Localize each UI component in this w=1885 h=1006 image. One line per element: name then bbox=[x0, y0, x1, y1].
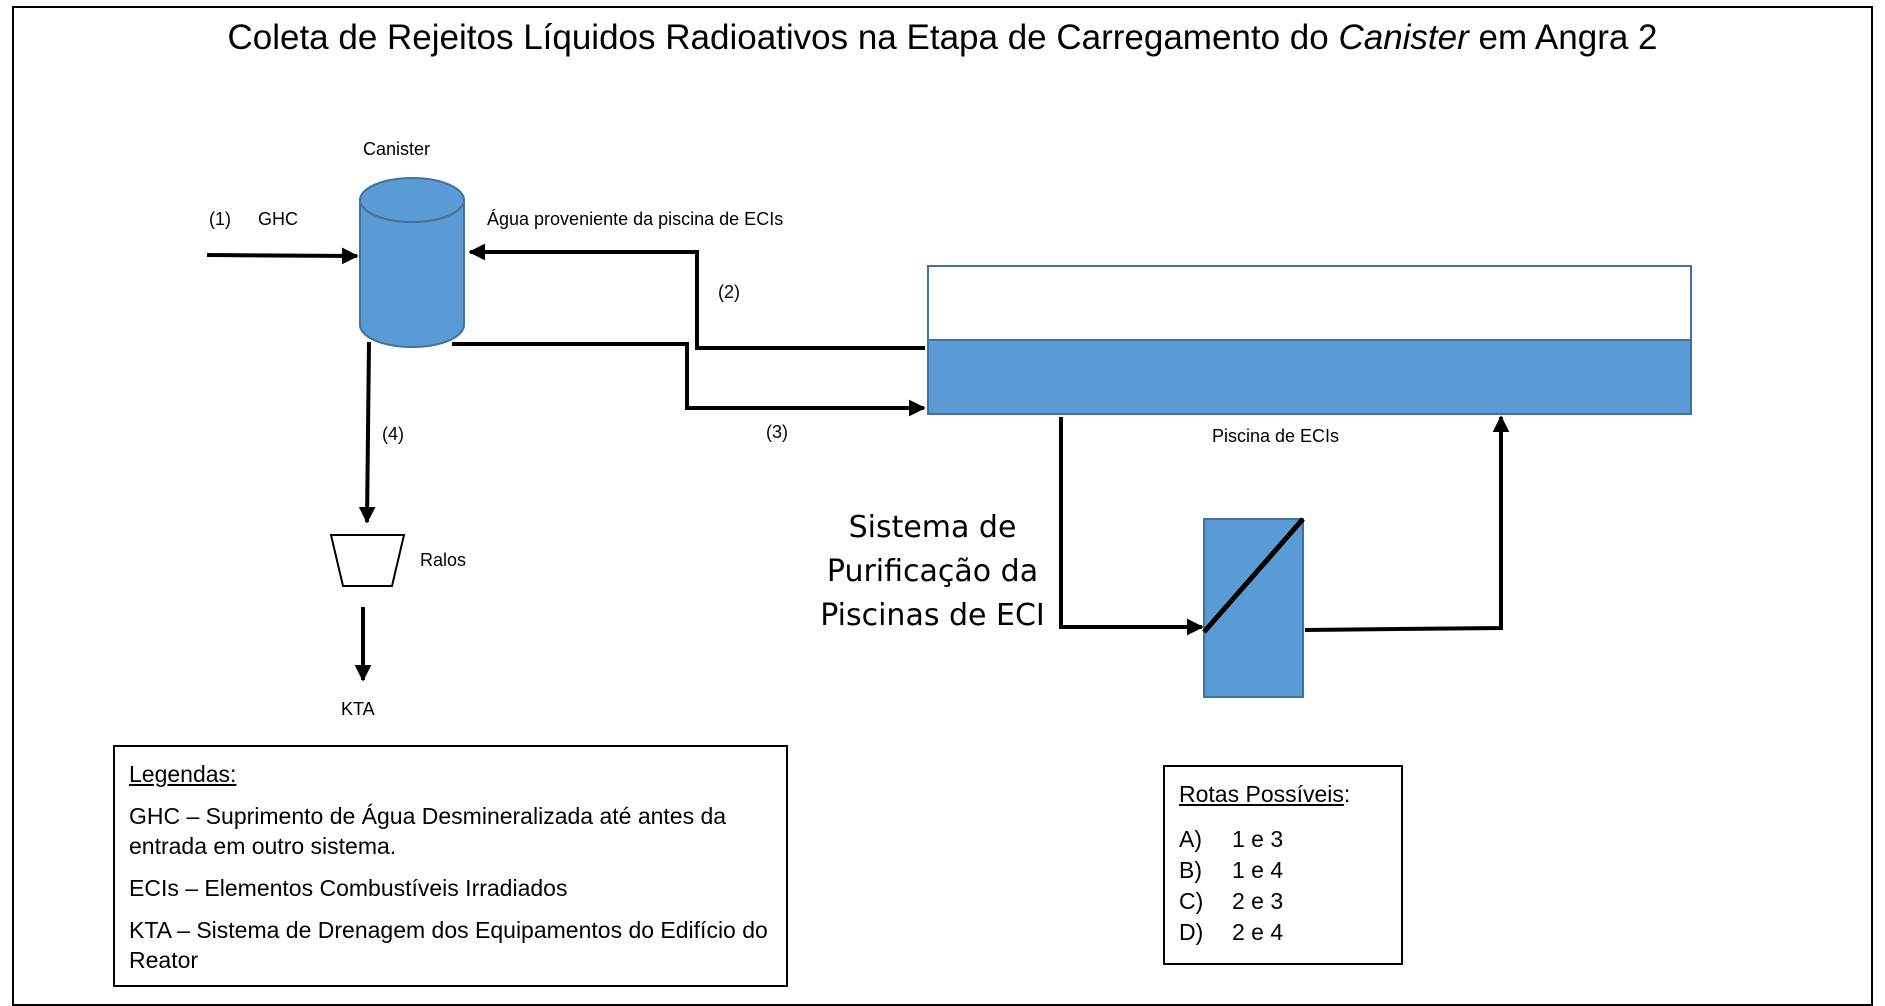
legend-box: Legendas: GHC – Suprimento de Água Desmi… bbox=[113, 745, 788, 987]
routes-heading-colon: : bbox=[1343, 781, 1351, 807]
title-italic-text: Canister bbox=[1338, 18, 1469, 57]
route-3-label: (3) bbox=[766, 422, 788, 442]
route-option-value: 2 e 3 bbox=[1232, 888, 1284, 914]
page-title: Coleta de Rejeitos Líquidos Radioativos … bbox=[0, 18, 1885, 58]
route-option-b: B) 1 e 4 bbox=[1179, 855, 1387, 886]
route-2-label: (2) bbox=[718, 282, 740, 302]
ghc-inflow-arrow bbox=[206, 247, 359, 265]
legend-item-kta: KTA – Sistema de Drenagem dos Equipament… bbox=[129, 917, 768, 973]
kta-label: KTA bbox=[341, 699, 375, 719]
drain-funnel-icon bbox=[329, 534, 406, 587]
ghc-number-label: (1) bbox=[209, 209, 231, 229]
canister-cylinder-icon bbox=[359, 177, 465, 348]
pool-tank bbox=[927, 265, 1692, 415]
canister-label: Canister bbox=[363, 139, 431, 159]
water-source-label: Água proveniente da piscina de ECIs bbox=[487, 209, 784, 229]
route-option-value: 1 e 3 bbox=[1232, 826, 1284, 852]
routes-heading: Rotas Possíveis: bbox=[1179, 781, 1387, 808]
route-option-value: 1 e 4 bbox=[1232, 857, 1284, 883]
title-text-end: em Angra 2 bbox=[1468, 18, 1658, 57]
purification-return-arrow bbox=[1304, 415, 1510, 632]
title-text: Coleta de Rejeitos Líquidos Radioativos … bbox=[227, 18, 1339, 57]
route-option-key: A) bbox=[1179, 826, 1202, 852]
legend-item-ghc: GHC – Suprimento de Água Desmineralizada… bbox=[129, 803, 727, 859]
route-option-value: 2 e 4 bbox=[1232, 919, 1284, 945]
route-2-arrow bbox=[468, 243, 925, 350]
route-4-label: (4) bbox=[382, 424, 404, 444]
legend-heading: Legendas: bbox=[129, 761, 237, 787]
legend-item-ecis: ECIs – Elementos Combustíveis Irradiados bbox=[129, 875, 568, 901]
purification-inflow-arrow bbox=[1059, 417, 1204, 636]
route-option-c: C) 2 e 3 bbox=[1179, 886, 1387, 917]
route-option-key: B) bbox=[1179, 857, 1202, 883]
routes-box: Rotas Possíveis: A) 1 e 3 B) 1 e 4 C) 2 e 3… bbox=[1163, 765, 1403, 965]
route-3-arrow bbox=[452, 342, 926, 417]
drains-label: Ralos bbox=[420, 550, 467, 570]
route-option-key: C) bbox=[1179, 888, 1204, 914]
filter-icon bbox=[1202, 517, 1305, 698]
route-option-d: D) 2 e 4 bbox=[1179, 917, 1387, 948]
route-option-a: A) 1 e 3 bbox=[1179, 824, 1387, 855]
route-option-key: D) bbox=[1179, 919, 1204, 945]
ghc-label: GHC bbox=[258, 209, 298, 229]
pool-label: Piscina de ECIs bbox=[1212, 426, 1340, 446]
routes-heading-text: Rotas Possíveis bbox=[1179, 781, 1344, 807]
purification-system-label: Sistema de Purificação da Piscinas de EC… bbox=[820, 510, 1045, 633]
route-4-arrow bbox=[358, 341, 376, 524]
